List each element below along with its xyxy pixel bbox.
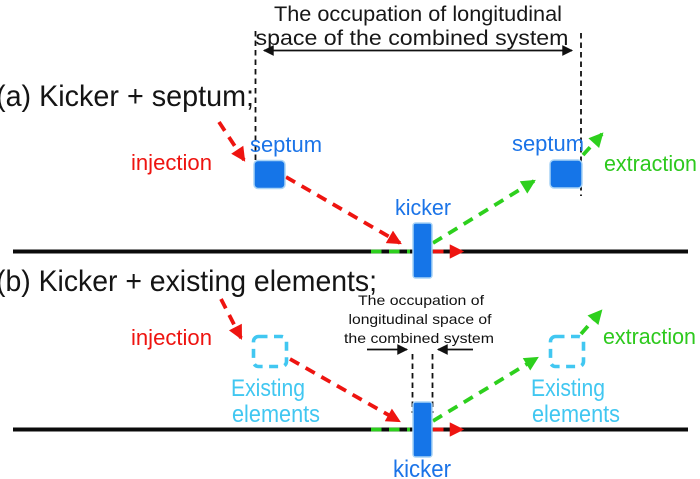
occupation-annotation-b-line3: the combined system (344, 330, 494, 346)
existing-right-label-line2: elements (532, 401, 620, 428)
existing-left-label-line2: elements (232, 401, 320, 428)
kicker-label-b: kicker (393, 456, 451, 479)
panel-a-title: (a) Kicker + septum; (0, 80, 254, 113)
extraction-label-a: extraction (604, 151, 697, 176)
occupation-annotation-b-line1: The occupation of (358, 292, 484, 308)
extraction-arrow-b-seg2 (579, 309, 603, 336)
extraction-label-b: extraction (603, 324, 696, 349)
occupation-annotation-b-line2: longitudinal space of (349, 311, 492, 327)
existing-elements-right-box (548, 334, 586, 369)
septum-left-label: septum (250, 132, 322, 157)
injection-arrow-b-seg1 (219, 298, 243, 340)
kicker-label-a: kicker (395, 195, 451, 220)
injection-label-a: injection (131, 150, 212, 175)
septum-right-label: septum (512, 131, 584, 156)
occupation-annotation-line2: space of the combined system (256, 26, 569, 50)
existing-right-label-line1: Existing (531, 375, 605, 402)
kicker-block-b (412, 401, 433, 458)
extraction-arrow-b-seg1 (432, 356, 539, 423)
injection-arrow-b-seg2 (289, 357, 401, 423)
septum-right-block (549, 159, 583, 189)
existing-elements-left-box (251, 334, 289, 369)
injection-label-b: injection (131, 325, 212, 350)
panel-b-title: (b) Kicker + existing elements; (0, 265, 377, 298)
kicker-block-a (412, 222, 433, 279)
extraction-arrow-a-seg1 (432, 179, 536, 245)
existing-left-label-line1: Existing (231, 375, 305, 402)
occupation-annotation-line1: The occupation of longitudinal (274, 2, 562, 26)
injection-arrow-a-seg1 (217, 120, 246, 162)
septum-left-block (253, 159, 286, 190)
injection-arrow-a-seg2 (285, 175, 402, 245)
extraction-arrow-a-seg2 (581, 132, 604, 157)
